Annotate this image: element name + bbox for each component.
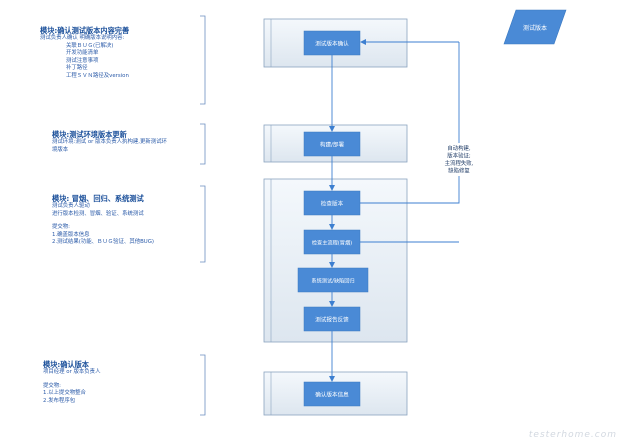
note-smoke-regression: 模块: 冒烟、回归、系统测试 测试负责人驱动 进行版本检测、冒烟、验证、系统测试… — [52, 194, 154, 247]
step-label: 系统测试/缺陷回归 — [311, 277, 354, 285]
svg-text:版本验证;: 版本验证; — [447, 152, 471, 160]
note-line: 测试注意事项 — [66, 57, 99, 64]
step-label: 检查版本 — [321, 200, 344, 208]
step-label: 构建/部署 — [320, 141, 345, 149]
step-check-version: 检查版本 — [303, 190, 361, 216]
note-line: 提交物: — [43, 382, 61, 389]
step-test-report: 测试报告反馈 — [303, 306, 361, 332]
note-title: 模块:确认测试版本内容完善 — [40, 26, 130, 35]
note-line: 提交物: — [52, 224, 70, 231]
note-line: 2.测试结果(功能、ＢＵＧ验证、其他BUG) — [52, 239, 155, 246]
module-brackets — [200, 15, 206, 416]
note-env-update: 模块:测试环境版本更新 测试环境:测试 or 版本负责人执构建,更新测试环 境版… — [52, 130, 167, 154]
feedback-loop-arrows — [360, 39, 460, 243]
note-line: 测试环境:测试 or 版本负责人执构建,更新测试环 — [52, 139, 167, 145]
note-line: 境版本 — [52, 146, 69, 153]
svg-text:自动构建,: 自动构建, — [447, 144, 471, 152]
feedback-note: 自动构建, 版本验证; 主流程失败, 缺陷修复 — [445, 144, 474, 175]
note-line: 2.发布程序包 — [43, 397, 76, 404]
legend-test-version: 测试版本 — [503, 9, 567, 45]
note-line: 开发功能清单 — [66, 50, 99, 57]
note-confirm-release: 模块:确认版本 项目经理 or 版本负责人 提交物: 1.以上提交物整合 2.发… — [43, 360, 100, 405]
note-line: 工程ＳＶＮ路径及version — [66, 72, 129, 79]
step-label: 检查主流程(冒烟) — [312, 239, 352, 247]
step-confirm-test-version: 测试版本确认 — [303, 30, 361, 56]
note-title: 模块:确认版本 — [43, 360, 89, 369]
step-smoke-test: 检查主流程(冒烟) — [303, 229, 361, 255]
note-line: 关联ＢＵＧ(已解决) — [66, 42, 114, 49]
step-label: 测试版本确认 — [315, 40, 349, 48]
step-label: 测试报告反馈 — [315, 316, 349, 324]
note-line: 测试负责人确认 明确版本说明内容: — [40, 35, 125, 41]
step-confirm-release-info: 确认版本信息 — [303, 381, 361, 407]
note-title: 模块: 冒烟、回归、系统测试 — [52, 194, 144, 203]
note-line: 测试负责人驱动 — [52, 203, 90, 209]
feedback-note-bg — [436, 143, 482, 176]
note-line: 1.确盖版本信息 — [52, 231, 90, 238]
note-line: 补丁路径 — [66, 65, 88, 72]
note-line: 1.以上提交物整合 — [43, 390, 86, 397]
note-title: 模块:测试环境版本更新 — [52, 130, 127, 139]
svg-text:主流程失败,: 主流程失败, — [445, 159, 474, 167]
note-line: 项目经理 or 版本负责人 — [43, 369, 101, 375]
legend-label: 测试版本 — [523, 24, 547, 32]
step-label: 确认版本信息 — [315, 391, 349, 399]
step-system-test: 系统测试/缺陷回归 — [297, 267, 369, 293]
note-line: 进行版本检测、冒烟、验证、系统测试 — [52, 210, 144, 217]
svg-text:缺陷修复: 缺陷修复 — [448, 167, 470, 175]
watermark: testerhome.com — [528, 430, 617, 440]
note-confirm-content: 模块:确认测试版本内容完善 测试负责人确认 明确版本说明内容: 关联ＢＵＧ(已解… — [40, 26, 129, 81]
step-build-deploy: 构建/部署 — [303, 131, 361, 157]
